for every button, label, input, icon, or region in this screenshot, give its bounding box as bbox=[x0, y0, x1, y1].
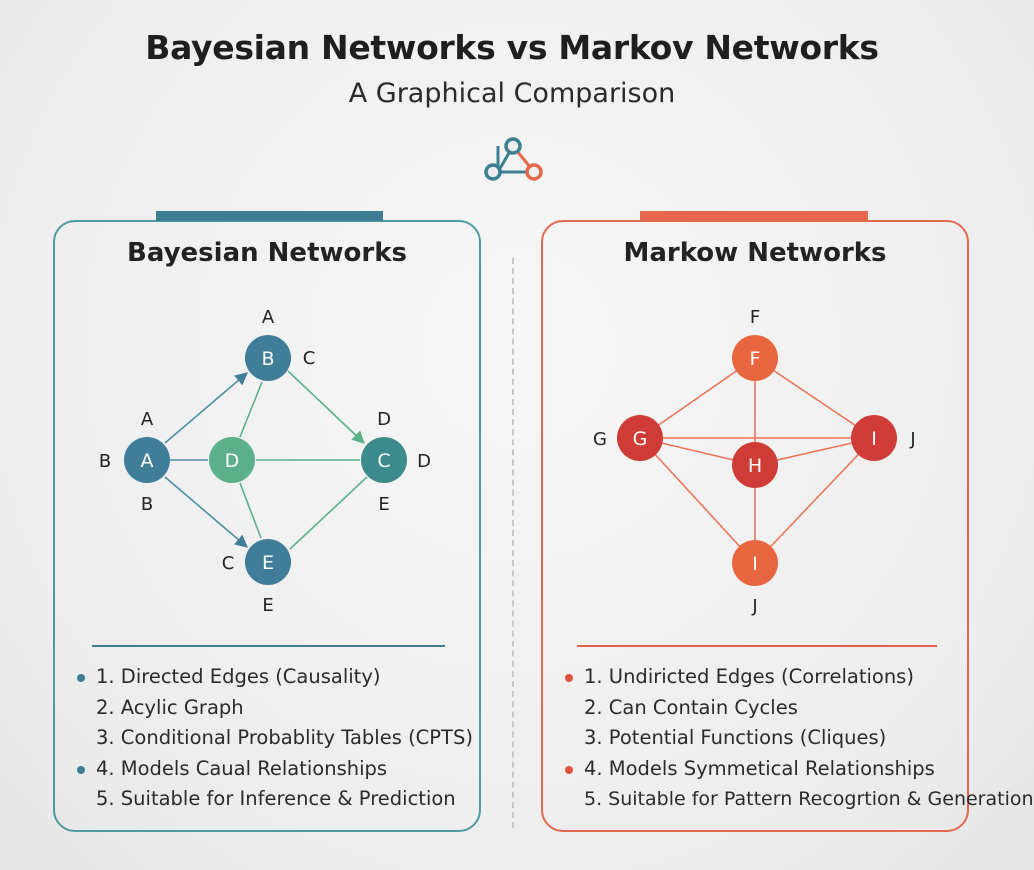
annotation-label: D bbox=[377, 409, 391, 430]
edge-f-g bbox=[639, 357, 756, 439]
feature-text: 1. Undiricted Edges (Correlations) bbox=[584, 665, 914, 688]
list-item: 3. Potential Functions (Cliques) bbox=[584, 723, 1034, 754]
list-item: 5. Suitable for Inference & Prediction bbox=[96, 784, 473, 815]
node-label: E bbox=[262, 552, 274, 574]
list-item: 5. Suitable for Pattern Recogrtion & Gen… bbox=[584, 784, 1034, 815]
node-label: B bbox=[261, 348, 274, 370]
feature-text: 5. Suitable for Pattern Recogrtion & Gen… bbox=[584, 788, 1034, 810]
feature-text: 4. Models Caual Relationships bbox=[96, 756, 388, 780]
feature-text: 5. Suitable for Inference & Prediction bbox=[96, 787, 456, 810]
markov-node-i-right: I bbox=[851, 415, 897, 461]
bayesian-panel bbox=[53, 220, 481, 832]
feature-text: 1. Directed Edges (Causality) bbox=[96, 665, 381, 688]
annotation-label: D bbox=[417, 451, 431, 472]
page-subtitle: A Graphical Comparison bbox=[348, 78, 676, 109]
annotation-label: A bbox=[141, 409, 154, 430]
bayesian-panel-tab bbox=[156, 211, 383, 221]
bullet-dot bbox=[565, 765, 573, 774]
edge-a-e bbox=[164, 476, 248, 548]
annotation-label: J bbox=[909, 429, 915, 450]
annotation-label: A bbox=[262, 307, 275, 328]
feature-text: 2. Acylic Graph bbox=[96, 695, 244, 719]
markov-features-list: 1. Undiricted Edges (Correlations) 2. Ca… bbox=[565, 662, 1034, 815]
edge-b-c bbox=[287, 370, 365, 444]
annotation-label: E bbox=[262, 595, 273, 616]
bayesian-node-c: C bbox=[361, 437, 407, 483]
edge-g-i2 bbox=[639, 437, 756, 564]
edge-b-d bbox=[239, 381, 263, 438]
edge-c-e bbox=[289, 476, 368, 550]
bullet-dot bbox=[77, 765, 85, 774]
annotation-label: F bbox=[750, 307, 760, 328]
bayesian-edges bbox=[164, 370, 368, 550]
list-item: 4. Models Symmetical Relationships bbox=[565, 754, 1034, 785]
list-item: 2. Can Contain Cycles bbox=[584, 693, 1034, 724]
markov-panel bbox=[541, 220, 969, 832]
node-label: A bbox=[141, 450, 154, 472]
node-label: D bbox=[225, 450, 240, 472]
markov-node-i-bottom: I bbox=[732, 540, 778, 586]
bayesian-node-d: D bbox=[209, 437, 255, 483]
bullet-dot bbox=[77, 674, 85, 682]
edge-a-b bbox=[164, 372, 248, 444]
edge-f-i bbox=[754, 357, 875, 439]
node-label: G bbox=[633, 428, 648, 450]
feature-text: 3. Potential Functions (Cliques) bbox=[584, 726, 887, 749]
feature-text: 3. Conditional Probablity Tables (CPTS) bbox=[96, 726, 473, 749]
node-label: F bbox=[750, 348, 761, 370]
list-item: 4. Models Caual Relationships bbox=[77, 754, 473, 785]
bayesian-node-a: A bbox=[124, 437, 170, 483]
page-title: Bayesian Networks vs Markov Networks bbox=[145, 28, 879, 67]
bayesian-section-rule bbox=[92, 645, 445, 647]
markov-panel-tab bbox=[640, 211, 868, 221]
markov-node-f: F bbox=[732, 335, 778, 381]
annotation-label: B bbox=[99, 451, 111, 472]
annotation-label: C bbox=[222, 553, 235, 574]
markov-node-h: H bbox=[732, 442, 778, 488]
markov-node-g: G bbox=[617, 415, 663, 461]
markov-section-rule bbox=[577, 645, 937, 647]
feature-text: 4. Models Symmetical Relationships bbox=[584, 756, 935, 780]
list-item: 2. Acylic Graph bbox=[96, 693, 473, 724]
feature-text: 2. Can Contain Cycles bbox=[584, 695, 798, 719]
list-item: 1. Undiricted Edges (Correlations) bbox=[565, 662, 1034, 693]
edge-i-i2 bbox=[754, 437, 875, 564]
annotation-label: B bbox=[141, 494, 153, 515]
annotation-label: E bbox=[378, 494, 389, 515]
center-divider bbox=[512, 258, 514, 828]
bayesian-panel-title: Bayesian Networks bbox=[127, 238, 407, 268]
list-item: 3. Conditional Probablity Tables (CPTS) bbox=[96, 723, 473, 754]
bayesian-node-b: B bbox=[245, 335, 291, 381]
annotation-label: G bbox=[593, 429, 607, 450]
node-label: H bbox=[748, 455, 762, 477]
bayesian-features-list: 1. Directed Edges (Causality) 2. Acylic … bbox=[77, 662, 473, 815]
node-label: I bbox=[871, 428, 877, 450]
list-item: 1. Directed Edges (Causality) bbox=[77, 662, 473, 693]
markov-panel-title: Markow Networks bbox=[623, 238, 887, 268]
bullet-dot bbox=[565, 674, 573, 682]
node-label: I bbox=[752, 553, 758, 575]
annotation-label: J bbox=[751, 596, 757, 617]
network-graph-icon bbox=[484, 137, 543, 181]
edge-d-e bbox=[239, 482, 262, 539]
node-label: C bbox=[377, 450, 390, 472]
bayesian-node-e: E bbox=[245, 539, 291, 585]
annotation-label: C bbox=[303, 348, 316, 369]
